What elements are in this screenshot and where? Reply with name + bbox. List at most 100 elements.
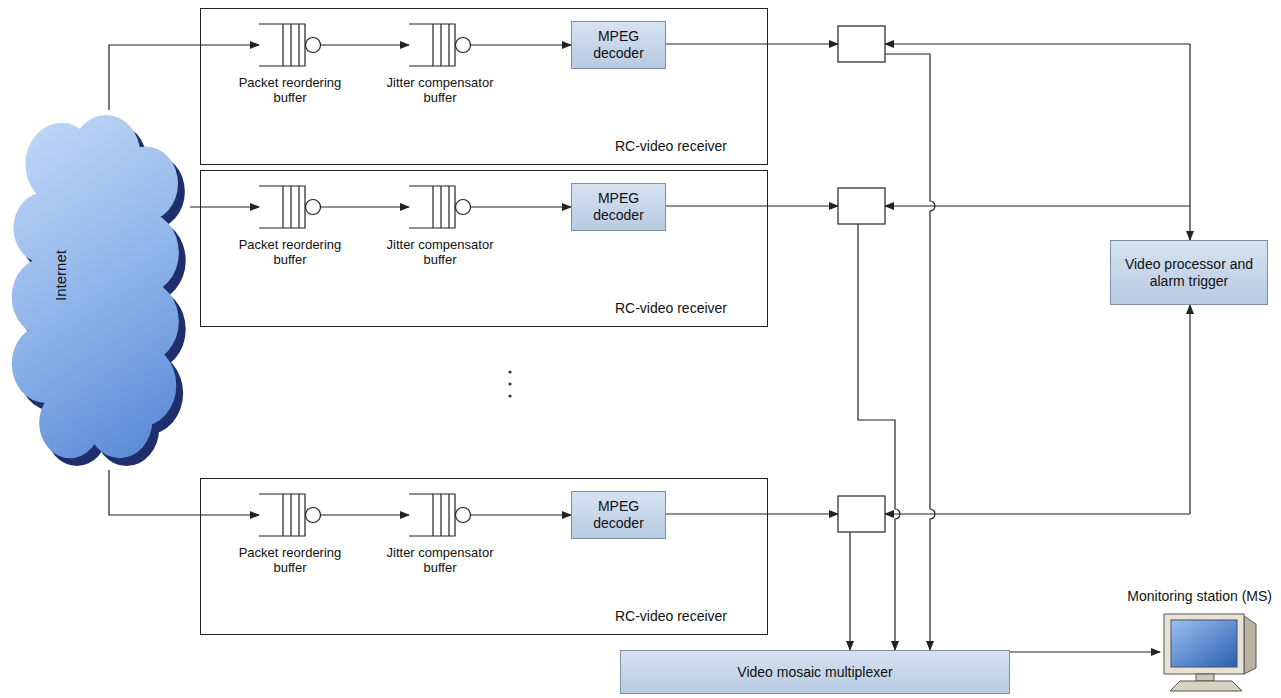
cloud-shape [10, 110, 190, 470]
queue-shape [409, 184, 471, 230]
node-label: MPEG decoder [580, 498, 657, 532]
queue-server [456, 508, 471, 523]
connector-arrow [109, 470, 259, 515]
queue-slot [282, 186, 283, 228]
node-label: Packet reordering buffer [225, 238, 355, 268]
queue-lines [259, 186, 321, 228]
monitor-base [1170, 681, 1242, 691]
node-label: Packet reordering buffer [225, 546, 355, 576]
queue-slot [448, 24, 449, 66]
queue-lines [259, 494, 321, 536]
queue-server [306, 508, 321, 523]
cloud-puff [87, 383, 152, 458]
node-label: Jitter compensator buffer [375, 76, 505, 106]
queue-lines [409, 186, 471, 228]
queue-server [456, 200, 471, 215]
queue-lines [409, 24, 471, 66]
monitor-neck [1196, 674, 1214, 681]
node-label: MPEG decoder [580, 28, 657, 62]
dot [508, 394, 511, 397]
node-label: Jitter compensator buffer [375, 546, 505, 576]
dot [508, 370, 511, 373]
node-label: Video mosaic multiplexer [737, 664, 892, 681]
cloud-body [12, 115, 179, 458]
queue-server [456, 38, 471, 53]
queue-shape [409, 22, 471, 68]
buffer-queue: Packet reordering buffer [259, 492, 321, 538]
mosaic-feed-wire [849, 532, 850, 650]
queue-slot [298, 494, 299, 536]
queue-slot [290, 186, 291, 228]
queue-shape [409, 492, 471, 538]
queue-outline [409, 186, 455, 228]
monitor-icon [1160, 610, 1260, 694]
queue-server [306, 38, 321, 53]
queue-outline [259, 186, 305, 228]
queue-lines [259, 24, 321, 66]
queue-slot [282, 24, 283, 66]
queue-slot [282, 494, 283, 536]
switch-box [838, 188, 885, 224]
queue-slot [432, 494, 433, 536]
connector-arrow [321, 514, 409, 515]
queue-slot [432, 24, 433, 66]
process-box: Video processor and alarm trigger [1110, 240, 1268, 305]
queue-slot [290, 494, 291, 536]
internet-cloud: Internet [10, 110, 190, 470]
process-box: Video mosaic multiplexer [620, 650, 1010, 694]
switch-box [838, 496, 885, 532]
queue-slot [298, 24, 299, 66]
buffer-queue: Packet reordering buffer [259, 22, 321, 68]
queue-slot [298, 186, 299, 228]
process-box: MPEG decoder [571, 183, 666, 231]
control-wire [1189, 44, 1190, 240]
control-wire [885, 43, 1190, 44]
buffer-queue: Jitter compensator buffer [409, 492, 471, 538]
queue-slot [440, 24, 441, 66]
connector-arrow [471, 206, 571, 207]
buffer-queue: Jitter compensator buffer [409, 184, 471, 230]
node-label: Video processor and alarm trigger [1119, 256, 1259, 290]
node-label: Jitter compensator buffer [375, 238, 505, 268]
connector-arrow [321, 206, 409, 207]
queue-shape [259, 22, 321, 68]
node-label: Monitoring station (MS) [1127, 588, 1272, 604]
queue-slot [448, 494, 449, 536]
queue-slot [432, 186, 433, 228]
switch-box [838, 26, 885, 62]
queue-lines [409, 494, 471, 536]
wire-group [665, 44, 1190, 650]
continuation-dots [508, 370, 511, 397]
queue-slot [440, 186, 441, 228]
process-box: MPEG decoder [571, 491, 666, 539]
buffer-queue: Packet reordering buffer [259, 184, 321, 230]
buffer-queue: Jitter compensator buffer [409, 22, 471, 68]
control-wire [1189, 305, 1190, 514]
queue-server [306, 200, 321, 215]
control-wire [885, 205, 1190, 206]
dot [508, 382, 511, 385]
queue-slot [290, 24, 291, 66]
switch-group [838, 26, 885, 532]
process-box: MPEG decoder [571, 21, 666, 69]
queue-outline [259, 494, 305, 536]
queue-shape [259, 492, 321, 538]
connector-arrow [1010, 651, 1160, 652]
node-label: MPEG decoder [580, 190, 657, 224]
node-label: Internet [52, 250, 69, 301]
decoder-output-wire [665, 43, 838, 44]
connector-arrow [321, 44, 409, 45]
receiver-box: RC-video receiver Packet reordering buffe… [200, 8, 768, 165]
node-label: RC-video receiver [615, 138, 727, 154]
mosaic-feed-wire [858, 224, 900, 650]
mosaic-feed-wire [885, 54, 935, 650]
connector-arrow [109, 45, 259, 110]
queue-slot [440, 494, 441, 536]
node-label: RC-video receiver [615, 300, 727, 316]
monitor-station: Monitoring station (MS) [1160, 610, 1260, 694]
connector-arrow [471, 44, 571, 45]
monitor-frame [1164, 614, 1244, 674]
receiver-box: RC-video receiverPacket reordering buffe… [200, 478, 768, 635]
